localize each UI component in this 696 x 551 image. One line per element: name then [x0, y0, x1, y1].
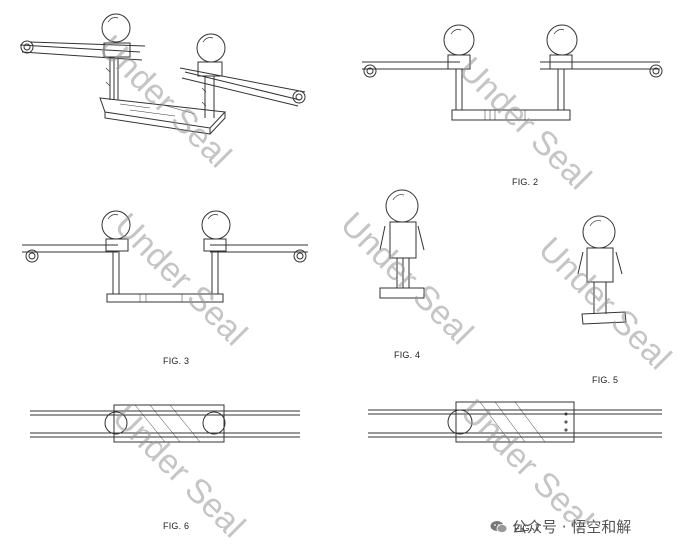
fig-6-drawing: [30, 404, 300, 443]
fig-7-drawing: [368, 401, 662, 443]
footer-text: 公众号 · 悟空和解: [512, 518, 632, 536]
footer-account: 公众号 · 悟空和解: [490, 516, 631, 537]
fig-2-label: FIG. 2: [512, 177, 539, 187]
fig-4-drawing: [379, 189, 425, 299]
fig-5-drawing: [577, 215, 627, 325]
fig-6-label: FIG. 6: [163, 521, 190, 531]
wechat-icon: [490, 520, 508, 533]
fig-3-drawing: [22, 210, 308, 303]
fig-4-label: FIG. 4: [394, 350, 421, 360]
fig-5-label: FIG. 5: [592, 375, 619, 385]
fig-2-drawing: [362, 24, 663, 121]
fig-3-label: FIG. 3: [163, 356, 190, 366]
fig-1-drawing: [19, 13, 306, 135]
fig-7-label: FIG. 7: [514, 523, 541, 533]
